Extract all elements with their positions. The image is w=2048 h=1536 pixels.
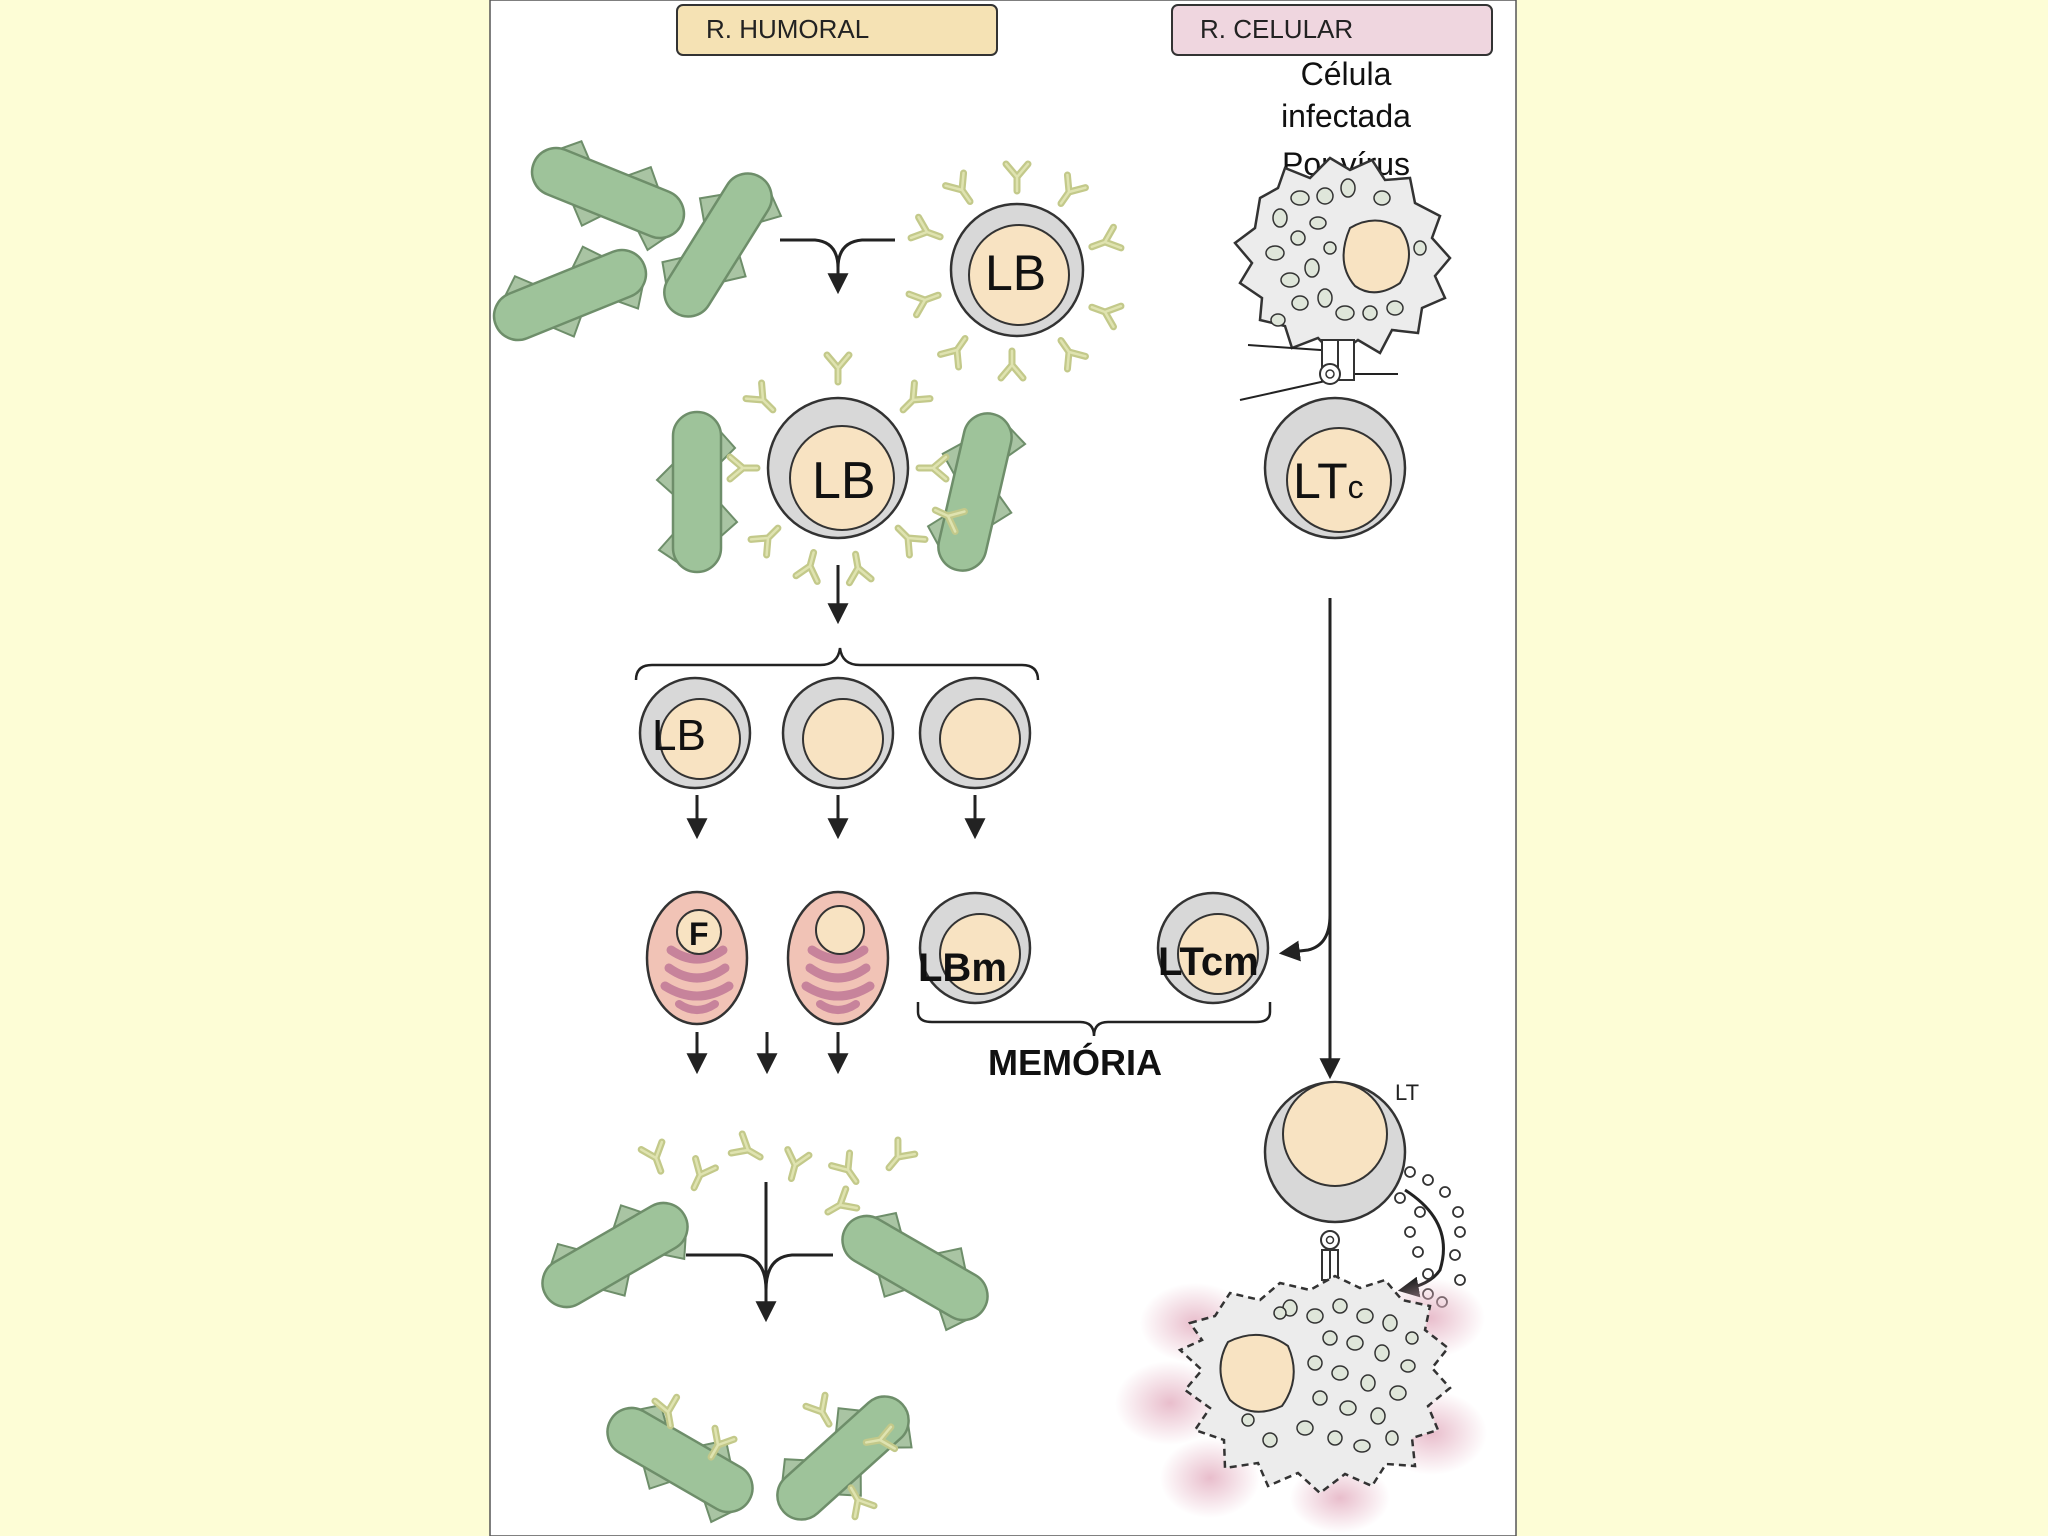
memory-label: MEMÓRIA [988,1041,1162,1083]
cellular-flow-arrows [1278,598,1341,1080]
lb-clone-1: LB [638,676,752,790]
lt-small-label: LT [1395,1080,1419,1105]
humoral-header-label: R. HUMORAL [706,14,869,44]
memory-brace [916,1002,1272,1037]
humoral-header: R. HUMORAL [676,4,998,56]
infected-line-1: Célula [1301,56,1392,92]
lb-clone-2 [781,676,895,790]
ltc-main: LT [1293,453,1348,509]
clone-arrows [686,795,986,840]
clone-brace [634,647,1040,681]
ltc-cell: LTc [1263,396,1407,540]
plasma-cell-2 [788,892,888,1024]
converge-arrow-top [780,238,895,295]
lb-top-label: LB [985,245,1046,301]
lb-memory-cell: LBm [918,891,1032,1005]
secretion-arrows [686,1032,849,1075]
tcr-mhc-contact-top [1239,339,1398,401]
plasma-cell-1: F [647,892,747,1024]
lb-clone-label: LB [652,711,706,760]
tcr-mhc-contact-bottom [1320,1230,1340,1281]
infected-line-2: infectada [1281,98,1411,134]
lysed-infected-cell [1115,1274,1487,1533]
ltcm-label: LTcm [1158,940,1259,984]
converge-arrow-bottom [686,1182,833,1323]
lb-activated-group: LB [655,355,1034,583]
lb-clone-3 [918,676,1032,790]
celular-header: R. CELULAR [1171,4,1493,56]
plasma-letter: F [689,916,709,952]
ltc-subscript: c [1348,469,1364,505]
lbm-label: LBm [918,946,1007,990]
lb-cell-top: LB [909,164,1121,378]
ltc-label: LTc [1293,453,1364,509]
lt-memory-cell: LTcm [1156,891,1270,1005]
effector-lt-cell [1263,1080,1407,1224]
celular-header-label: R. CELULAR [1200,14,1353,44]
infected-cell [1233,156,1452,358]
lb-activated-label: LB [812,452,876,510]
